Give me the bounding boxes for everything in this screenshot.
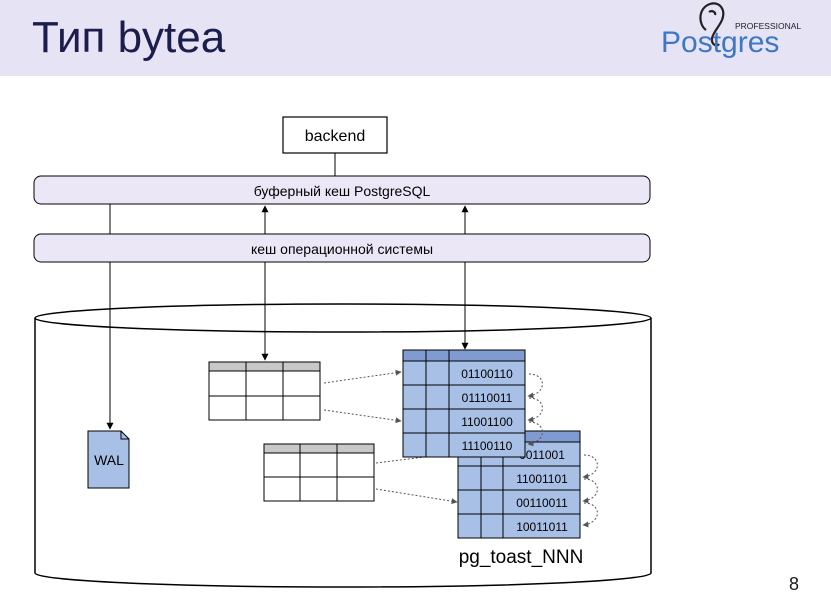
wal-label: WAL — [94, 452, 124, 468]
logo-brand-text: Postgres — [661, 26, 779, 59]
toast-chunk-front-1: 01100110 — [461, 367, 513, 381]
backend-label: backend — [305, 128, 366, 145]
os-cache-label: кеш операционной системы — [251, 241, 433, 257]
backend-box: backend — [282, 116, 388, 154]
toast-chunk-back-3: 00110011 — [516, 496, 568, 510]
postgres-professional-logo: PROFESSIONAL Postgres — [661, 2, 801, 59]
wal-file: WAL — [87, 430, 130, 489]
toast-chunk-front-3: 11001100 — [461, 415, 513, 429]
toast-chunk-back-4: 10011011 — [516, 520, 568, 534]
toast-table-front: 01100110 01110011 11001100 11100110 — [402, 349, 543, 458]
slide-header: Тип bytea PROFESSIONAL Postgres — [0, 0, 831, 76]
main-table-2 — [263, 443, 375, 502]
logo-edition-text: PROFESSIONAL — [735, 21, 801, 31]
buffer-cache-bar: буферный кеш PostgreSQL — [33, 175, 651, 205]
flow-arrows — [106, 204, 469, 430]
toast-table-back: 0011001 11001101 00110011 10011011 — [457, 430, 598, 539]
toast-chunk-back-1: 0011001 — [519, 448, 565, 462]
toast-chunk-front-2: 01110011 — [462, 391, 513, 405]
buffer-cache-label: буферный кеш PostgreSQL — [254, 183, 431, 199]
toast-chunk-front-4: 11100110 — [462, 439, 513, 453]
toast-chunk-back-2: 11001101 — [516, 472, 568, 486]
os-cache-bar: кеш операционной системы — [33, 233, 651, 263]
slide-title: Тип bytea — [32, 13, 226, 62]
toast-table-label: pg_toast_NNN — [459, 547, 584, 568]
page-number: 8 — [789, 574, 800, 594]
main-table-1 — [208, 361, 321, 421]
elephant-icon — [699, 2, 725, 47]
